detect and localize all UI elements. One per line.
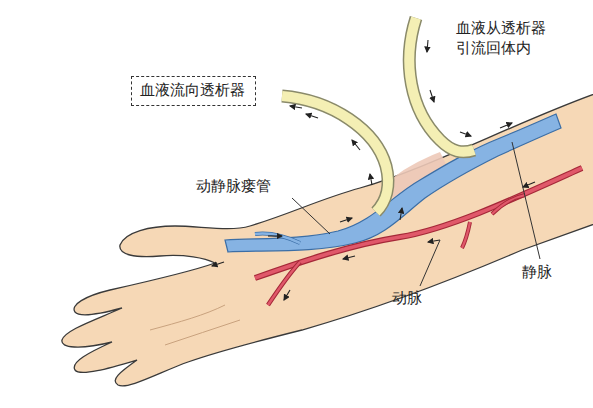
flow-arrow xyxy=(306,114,318,118)
artery-branch xyxy=(462,222,470,248)
artery-branch xyxy=(462,222,470,248)
part-label: 动脉 xyxy=(392,288,422,308)
artery-branch xyxy=(492,195,525,214)
flow-arrow xyxy=(370,174,372,185)
flow-arrow xyxy=(268,235,282,236)
artery xyxy=(255,168,582,305)
artery-branch xyxy=(268,262,300,305)
arm-outline xyxy=(62,92,593,386)
box-text: 血液流向透析器 xyxy=(140,81,245,99)
flow-arrow xyxy=(212,262,224,266)
part-label: 动静脉瘘管 xyxy=(196,176,271,196)
callout-label: 血液从透析器 引流回体内 xyxy=(456,18,564,59)
leader-lines xyxy=(292,142,540,286)
tube-core xyxy=(409,18,474,152)
flow-arrow xyxy=(428,240,440,242)
flow-arrow xyxy=(430,90,434,102)
palm-crease xyxy=(165,320,240,345)
palm-crease xyxy=(150,305,225,330)
flow-arrow xyxy=(500,123,512,128)
flow-arrow xyxy=(427,40,428,52)
vein-branch xyxy=(255,233,300,243)
leader-line xyxy=(420,240,440,286)
tube-core xyxy=(282,96,388,212)
flow-arrow xyxy=(352,140,360,150)
leader-line xyxy=(292,198,330,234)
flow-arrow xyxy=(290,106,302,108)
artery-core xyxy=(255,168,582,278)
artery-branch xyxy=(268,262,300,305)
flow-arrow xyxy=(343,256,355,259)
outflow-tube xyxy=(282,96,388,212)
leader-line xyxy=(512,142,540,259)
tube-edge xyxy=(409,18,474,152)
tube-edge xyxy=(282,96,388,212)
dashed-box: 血液流向透析器 xyxy=(131,76,256,106)
flow-arrow xyxy=(460,132,471,136)
artery-branch xyxy=(492,195,525,214)
flow-arrow xyxy=(284,290,290,300)
flow-arrow xyxy=(400,208,402,220)
flow-arrow xyxy=(340,218,352,222)
artery-edge xyxy=(255,168,582,278)
part-label: 静脉 xyxy=(522,262,552,282)
return-tube xyxy=(409,18,474,152)
vein-branch xyxy=(255,233,300,243)
flow-arrows xyxy=(212,40,535,300)
flow-arrow xyxy=(523,182,535,187)
